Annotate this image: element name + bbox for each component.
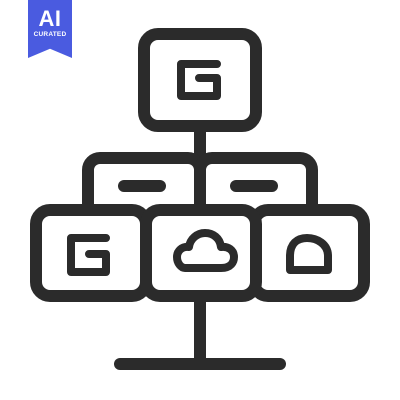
cloud-icon (173, 229, 238, 272)
bottom-center-box (140, 204, 262, 302)
dome-icon (286, 234, 332, 274)
left-g-glyph-icon (67, 234, 110, 276)
bottom-right-box (248, 204, 370, 302)
top-g-glyph-icon (177, 60, 221, 100)
ai-curated-badge: AI CURATED (28, 0, 72, 58)
badge-sub-text: CURATED (33, 31, 67, 38)
badge-main-text: AI (38, 6, 62, 31)
